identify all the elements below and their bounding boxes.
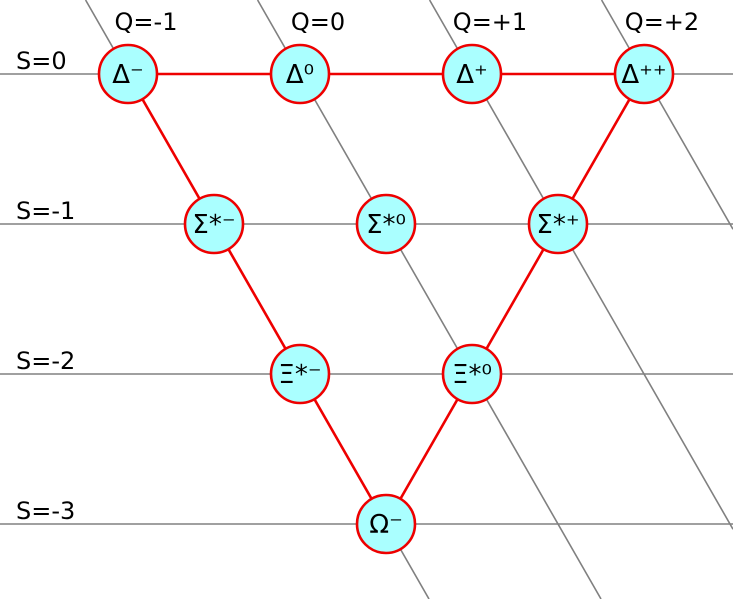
particle-circle	[441, 43, 503, 105]
particle-delta-zero: Δ⁰	[269, 43, 331, 105]
particle-circle	[269, 43, 331, 105]
charge-label-3: Q=+2	[625, 8, 699, 36]
particle-label: Σ*⁻	[192, 210, 235, 240]
particle-label: Σ*⁺	[536, 210, 579, 240]
particle-circle	[527, 193, 589, 255]
particle-sigma-star-minus: Σ*⁻	[183, 193, 245, 255]
particle-xi-star-zero: Ξ*⁰	[441, 343, 503, 405]
particle-circle	[355, 193, 417, 255]
particle-delta-plusplus: Δ⁺⁺	[613, 43, 675, 105]
strangeness-label-3: S=-3	[16, 497, 75, 525]
particle-omega-minus: Ω⁻	[355, 493, 417, 555]
particle-label: Δ⁺⁺	[621, 60, 666, 90]
particle-circle	[269, 343, 331, 405]
particle-delta-minus: Δ⁻	[97, 43, 159, 105]
particle-circle	[441, 343, 503, 405]
particle-xi-star-minus: Ξ*⁻	[269, 343, 331, 405]
particle-label: Δ⁰	[286, 60, 314, 90]
particle-delta-plus: Δ⁺	[441, 43, 503, 105]
particle-label: Σ*⁰	[366, 210, 406, 240]
particle-label: Ξ*⁻	[278, 360, 321, 390]
particle-label: Ξ*⁰	[452, 360, 492, 390]
charge-line-3	[600, 0, 733, 230]
particle-circle	[355, 493, 417, 555]
particle-circle	[183, 193, 245, 255]
particle-nodes: Δ⁻ Δ⁰ Δ⁺ Δ⁺⁺ Σ*⁻ Σ*⁰ Σ*⁺ Ξ*⁻ Ξ*⁰ Ω⁻	[97, 43, 675, 555]
decuplet-outline	[126, 72, 646, 526]
particle-circle	[613, 43, 675, 105]
particle-label: Δ⁻	[112, 60, 144, 90]
charge-label-1: Q=0	[291, 8, 345, 36]
particle-sigma-star-plus: Σ*⁺	[527, 193, 589, 255]
particle-label: Ω⁻	[369, 510, 403, 540]
outline-triangle	[126, 72, 646, 526]
particle-sigma-star-zero: Σ*⁰	[355, 193, 417, 255]
charge-label-2: Q=+1	[453, 8, 527, 36]
strangeness-label-0: S=0	[16, 47, 67, 75]
strangeness-label-1: S=-1	[16, 197, 75, 225]
strangeness-label-2: S=-2	[16, 347, 75, 375]
particle-circle	[97, 43, 159, 105]
charge-label-0: Q=-1	[115, 8, 178, 36]
axis-labels: Q=-1 Q=0 Q=+1 Q=+2S=0S=-1S=-2S=-3	[16, 8, 699, 525]
particle-label: Δ⁺	[456, 60, 488, 90]
